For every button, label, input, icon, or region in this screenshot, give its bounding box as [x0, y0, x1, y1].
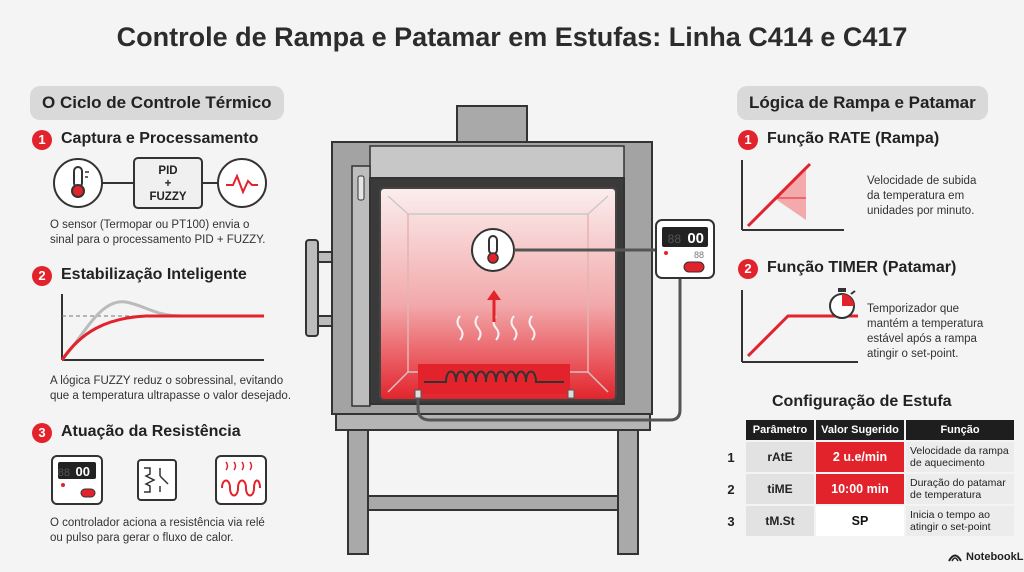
pid-line-3: FUZZY — [149, 191, 186, 203]
notebooklm-logo-icon — [948, 554, 962, 562]
svg-text:88: 88 — [694, 250, 704, 260]
svg-text:88: 88 — [58, 467, 70, 479]
rate-graph — [741, 160, 844, 231]
timer-graph — [741, 288, 858, 363]
thermometer-icon — [53, 158, 103, 208]
step-3-icons: 00 88 — [51, 455, 267, 505]
oven-illustration: 88 00 88 — [305, 105, 715, 555]
controller-display: 00 — [687, 230, 704, 247]
step-2-badge: 2 — [32, 266, 52, 286]
temperature-controller: 88 00 88 — [655, 219, 715, 279]
brand-watermark: NotebookLM — [948, 551, 1024, 563]
rate-badge: 1 — [738, 130, 758, 150]
signal-wave-icon — [217, 158, 267, 208]
step-3-description: O controlador aciona a resistência via r… — [50, 517, 265, 544]
oven-chimney — [456, 105, 528, 145]
stopwatch-icon — [829, 288, 856, 319]
rate-title: Função RATE (Rampa) — [767, 130, 940, 147]
config-title: Configuração de Estufa — [772, 393, 952, 410]
config-table: Parâmetro Valor Sugerido Função 1 rAtE 2… — [716, 418, 1016, 538]
config-header-param: Parâmetro — [746, 420, 814, 440]
step-2-title: Estabilização Inteligente — [61, 266, 247, 283]
config-header-function: Função — [906, 420, 1014, 440]
oven-handle — [305, 239, 333, 337]
heating-coil — [414, 364, 575, 399]
heating-coil-icon — [215, 455, 267, 505]
pid-line-2: + — [165, 178, 172, 190]
relay-icon — [137, 459, 177, 501]
pid-line-1: PID — [158, 165, 177, 177]
step-1-diagram: PID + FUZZY — [53, 157, 267, 209]
timer-title: Função TIMER (Patamar) — [767, 259, 957, 276]
stabilization-graph — [60, 294, 264, 361]
step-2-description: A lógica FUZZY reduz o sobressinal, evit… — [50, 375, 292, 402]
step-1-badge: 1 — [32, 130, 52, 150]
svg-text:88: 88 — [668, 232, 682, 246]
oven-chamber — [379, 187, 617, 401]
left-section-header: O Ciclo de Controle Térmico — [30, 86, 284, 120]
oven-legs — [347, 427, 639, 555]
step-3-badge: 3 — [32, 423, 52, 443]
step-3-title: Atuação da Resistência — [61, 423, 241, 440]
svg-text:00: 00 — [76, 464, 90, 479]
timer-badge: 2 — [738, 259, 758, 279]
config-header-value: Valor Sugerido — [816, 420, 904, 440]
page-title: Controle de Rampa e Patamar em Estufas: … — [116, 22, 908, 52]
sensor-thermometer-icon — [471, 228, 515, 272]
controller-icon: 00 88 — [51, 455, 103, 505]
right-section-header: Lógica de Rampa e Patamar — [737, 86, 988, 120]
step-1-title: Captura e Processamento — [61, 130, 259, 147]
